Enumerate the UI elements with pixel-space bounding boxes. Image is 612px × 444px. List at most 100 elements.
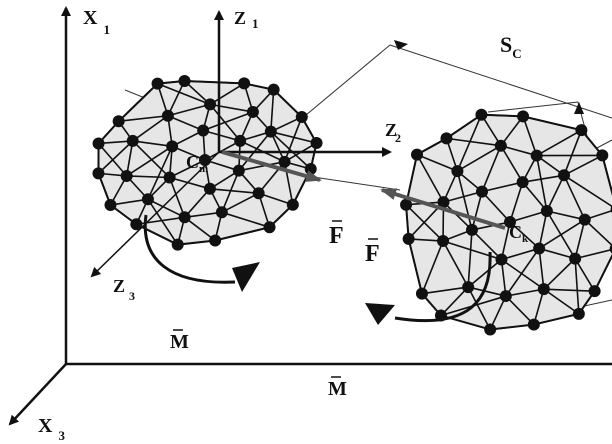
mesh-node	[252, 187, 265, 200]
normal-arrow-icon	[574, 102, 584, 114]
mesh-edge	[574, 248, 612, 260]
mesh-node	[596, 149, 609, 162]
mesh-edge	[500, 145, 524, 183]
mesh-node	[572, 307, 585, 320]
label-force-left: F	[329, 223, 344, 249]
mesh-edge	[446, 114, 482, 140]
mesh-edge	[500, 144, 537, 157]
mesh-edge	[457, 145, 502, 172]
mesh-edge	[500, 221, 511, 260]
mesh-edge	[421, 240, 444, 294]
moment-arrow-right	[394, 251, 492, 323]
mesh-edge	[543, 288, 595, 292]
mesh-edge	[505, 247, 540, 297]
mesh-edge	[221, 211, 270, 229]
mesh-node	[203, 182, 216, 195]
mesh-node	[504, 216, 516, 228]
mesh-edge	[535, 155, 548, 212]
mesh-edge	[467, 229, 473, 288]
mesh-edge	[442, 201, 473, 231]
mesh-edge	[538, 248, 545, 290]
mesh-edge	[456, 170, 473, 231]
mesh-edge	[446, 137, 501, 147]
mesh-edge	[184, 216, 216, 242]
mesh-node	[569, 252, 582, 265]
mesh-edge	[132, 140, 173, 148]
mesh-node	[246, 105, 259, 118]
mesh-node	[440, 132, 453, 145]
mesh-edge	[168, 177, 186, 218]
mesh-node	[465, 223, 478, 236]
mesh-edge	[505, 288, 544, 297]
mesh-node	[126, 134, 139, 147]
mesh-edge	[601, 155, 612, 196]
mesh-edge	[97, 142, 128, 177]
mesh-edge	[273, 89, 303, 118]
mesh-edge	[563, 129, 583, 176]
mesh-edge	[407, 238, 423, 294]
mesh-node	[451, 165, 464, 178]
moment-arrowhead-right-icon	[365, 303, 395, 325]
mesh-edge	[132, 140, 171, 179]
mesh-node	[499, 290, 512, 303]
mesh-edge	[202, 129, 241, 142]
mesh-edge	[456, 114, 483, 172]
mesh-edge	[584, 219, 612, 247]
mesh-edge	[202, 111, 254, 132]
mesh-edge	[536, 129, 582, 157]
mesh-edge	[442, 240, 502, 261]
vector-bars	[173, 220, 378, 378]
mesh-node	[92, 167, 105, 180]
mesh-edge	[471, 221, 511, 231]
mesh-node	[112, 115, 125, 128]
mesh-node	[530, 149, 543, 162]
mesh-node	[476, 185, 489, 198]
mesh-edge	[500, 259, 507, 297]
mesh-edge	[110, 198, 149, 206]
mesh-edge	[505, 295, 535, 326]
mesh-node	[533, 242, 546, 255]
mesh-edge	[522, 181, 548, 212]
mesh-edge	[593, 254, 612, 292]
mesh-edge	[157, 82, 211, 106]
mesh-node	[437, 196, 450, 209]
mesh-edge	[533, 313, 580, 326]
mesh-edge	[147, 146, 173, 200]
mesh-edge	[538, 218, 586, 250]
mesh-edge	[509, 221, 540, 250]
mesh-node	[558, 169, 571, 182]
mesh-edge	[471, 229, 503, 261]
mesh-node	[517, 110, 530, 123]
mesh-node	[215, 206, 228, 219]
sc-arrow-icon	[394, 40, 408, 50]
mesh-edge	[405, 204, 444, 242]
mesh-node	[161, 109, 174, 122]
mesh-edge	[132, 115, 169, 142]
mesh-node	[415, 287, 428, 300]
mesh-edge	[184, 188, 211, 218]
mesh-edge	[471, 191, 483, 231]
mesh-edge	[467, 286, 507, 297]
mesh-node	[209, 234, 222, 247]
mesh-edge	[97, 140, 134, 174]
mesh-node	[267, 83, 280, 96]
mesh-edge	[490, 323, 534, 331]
mesh-edge	[126, 175, 170, 179]
mesh-edge	[467, 286, 491, 330]
mesh-edge	[209, 103, 254, 113]
label-force-right: F	[365, 241, 380, 267]
mesh-node	[120, 169, 133, 182]
mesh-node	[516, 176, 529, 189]
moment-arrowhead-left-icon	[232, 262, 260, 292]
mesh-edge	[501, 258, 545, 290]
mesh-edge	[167, 80, 186, 117]
mesh-node	[588, 285, 601, 298]
x3-axis	[8, 363, 67, 426]
mesh-edge	[118, 114, 168, 123]
mesh-edge	[283, 116, 303, 163]
mesh-node	[411, 148, 424, 161]
mesh-edge	[440, 286, 469, 317]
mesh-edge	[184, 211, 222, 219]
mesh-node	[402, 232, 415, 245]
mesh-edge	[533, 288, 545, 325]
